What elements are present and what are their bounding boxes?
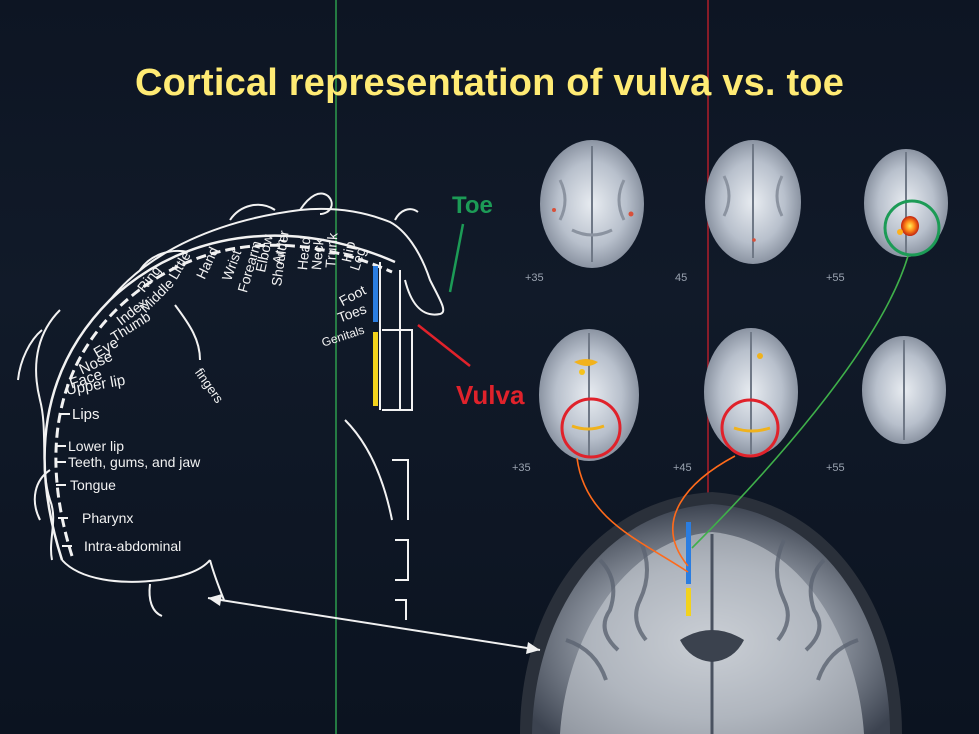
slice-label-top-2: 45: [675, 272, 687, 284]
label-lips: Lips: [72, 406, 100, 423]
vulva-pointer: [418, 325, 470, 366]
brain-slice-bottom-55: [862, 336, 946, 444]
label-pharynx: Pharynx: [82, 510, 133, 526]
toe-pointer: [450, 224, 463, 292]
slice-label-bottom-1: +35: [512, 462, 531, 474]
brain-slice-bottom-35: [539, 329, 639, 461]
slice-label-bottom-2: +45: [673, 462, 692, 474]
vulva-callout: Vulva: [456, 380, 524, 411]
mri-yellow-bar: [686, 588, 691, 616]
slide-title: Cortical representation of vulva vs. toe: [0, 62, 979, 105]
slice-label-bottom-3: +55: [826, 462, 845, 474]
label-intra-abdominal: Intra-abdominal: [84, 538, 181, 554]
label-trunk: Trunk: [322, 232, 340, 268]
brain-slice-top-35: [540, 140, 644, 268]
brain-slice-bottom-45: [704, 328, 798, 456]
homunculus-blue-bar: [373, 266, 378, 322]
label-teeth-gums-jaw: Teeth, gums, and jaw: [68, 454, 200, 470]
label-tongue: Tongue: [70, 477, 116, 493]
comparison-arrow: [208, 598, 540, 650]
mri-blue-bar: [686, 522, 691, 584]
homunculus-yellow-bar: [373, 332, 378, 406]
brain-slice-top-45: [705, 140, 801, 264]
slice-label-top-3: +55: [826, 272, 845, 284]
slice-label-top-1: +35: [525, 272, 544, 284]
label-lower-lip: Lower lip: [68, 438, 124, 454]
toe-callout: Toe: [452, 192, 493, 220]
